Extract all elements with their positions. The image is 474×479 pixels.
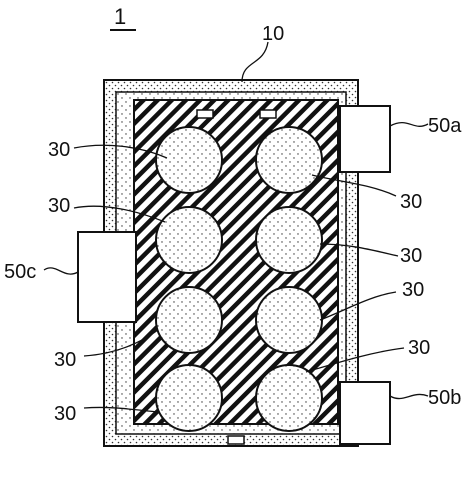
circle-7 <box>155 364 223 432</box>
bottom-tab <box>227 435 245 445</box>
terminal-50b <box>339 381 391 445</box>
leader-30-4 <box>319 243 399 257</box>
circle-6 <box>255 286 323 354</box>
circle-1 <box>155 126 223 194</box>
circle-2 <box>255 126 323 194</box>
leader-10 <box>241 41 269 83</box>
label-30-8: 30 <box>408 337 430 359</box>
leader-30-2 <box>311 174 397 197</box>
leader-30-6 <box>319 291 397 321</box>
label-50c: 50c <box>4 261 36 283</box>
circle-4 <box>255 206 323 274</box>
label-50b: 50b <box>428 387 461 409</box>
circle-3 <box>155 206 223 274</box>
label-50a: 50a <box>428 115 462 137</box>
leader-30-5 <box>83 329 159 357</box>
label-30-6: 30 <box>402 279 424 301</box>
figure-number: 1 <box>110 4 136 31</box>
label-30-3: 30 <box>48 195 70 217</box>
circle-5 <box>155 286 223 354</box>
circles <box>155 126 323 432</box>
top-tab-right <box>259 109 277 119</box>
terminal-50c <box>77 231 137 323</box>
top-tab-left <box>196 109 214 119</box>
label-30-7: 30 <box>54 403 76 425</box>
leader-50a <box>389 121 429 127</box>
leader-30-7 <box>83 406 159 413</box>
leader-50c <box>43 267 79 275</box>
leader-30-8 <box>305 347 405 373</box>
label-30-5: 30 <box>54 349 76 371</box>
label-30-1: 30 <box>48 139 70 161</box>
figure-number-text: 1 <box>114 4 126 29</box>
leader-30-1 <box>73 144 168 159</box>
label-30-4: 30 <box>400 245 422 267</box>
leader-30-3 <box>73 205 166 223</box>
leader-lines <box>43 41 429 413</box>
terminal-50a <box>339 105 391 173</box>
circle-8 <box>255 364 323 432</box>
label-30-2: 30 <box>400 191 422 213</box>
label-10: 10 <box>262 23 284 45</box>
leader-50b <box>389 393 429 400</box>
